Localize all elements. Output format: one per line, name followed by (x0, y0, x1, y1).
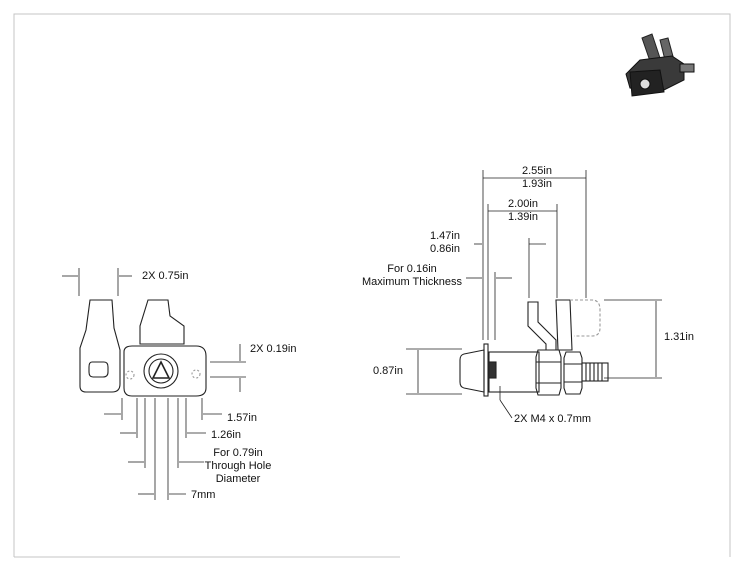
hole-note-line3: Diameter (215, 473, 261, 485)
dim-body-dia-label: 0.87in (373, 365, 403, 377)
hole-note-line2: Through Hole (204, 460, 272, 472)
dim-1-57-label: 1.57in (227, 412, 257, 424)
side-dimension-lines (406, 170, 662, 419)
side-view (459, 299, 609, 397)
dim-mid-b-label: 1.39in (508, 211, 538, 223)
dim-grip-b-label: 0.86in (430, 243, 460, 255)
hole-note-line1: For 0.79in (213, 447, 263, 459)
dim-grip-a-label: 1.47in (430, 230, 460, 242)
latch-isometric-icon (625, 33, 695, 97)
front-dimension-lines (62, 268, 246, 500)
thread-note-label: 2X M4 x 0.7mm (514, 413, 592, 425)
dim-1-26-label: 1.26in (211, 429, 241, 441)
front-view (79, 299, 207, 397)
dim-width-label: 2X 0.75in (142, 270, 189, 282)
dim-7mm-label: 7mm (191, 489, 216, 501)
dim-mid-a-label: 2.00in (508, 198, 538, 210)
dim-top-a-label: 2.55in (522, 165, 552, 177)
thickness-note-line2: Maximum Thickness (361, 276, 463, 288)
dim-screw-height-label: 2X 0.19in (250, 343, 297, 355)
thickness-note-line1: For 0.16in (387, 263, 437, 275)
dim-height-label: 1.31in (664, 331, 694, 343)
dim-top-b-label: 1.93in (522, 178, 552, 190)
sheet-border (13, 13, 731, 558)
